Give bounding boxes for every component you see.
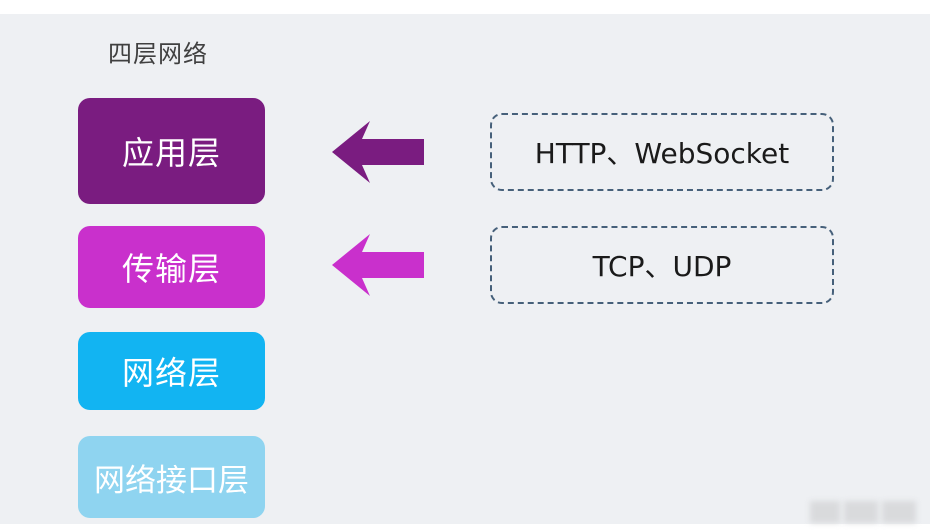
layer-transport-label: 传输层 [121, 250, 221, 288]
layer-application-label: 应用层 [121, 134, 221, 172]
arrow-shape-application [332, 121, 424, 183]
diagram-canvas: 四层网络 应用层 传输层 网络层 网络接口层 HTTP、WebSocket TC… [0, 14, 930, 524]
protocol-application-label: HTTP、WebSocket [534, 137, 790, 170]
layer-network-interface: 网络接口层 [78, 436, 265, 518]
watermark-part [844, 501, 878, 523]
protocol-box-application: HTTP、WebSocket [490, 113, 834, 191]
layer-network-interface-label: 网络接口层 [94, 462, 249, 499]
protocol-box-transport: TCP、UDP [490, 226, 834, 304]
protocol-transport-label: TCP、UDP [592, 250, 732, 283]
layer-network: 网络层 [78, 332, 265, 410]
left-arrow-icon-application [332, 121, 424, 183]
layer-application: 应用层 [78, 98, 265, 204]
diagram-title: 四层网络 [108, 40, 208, 68]
arrow-shape-transport [332, 234, 424, 296]
layer-network-label: 网络层 [121, 354, 221, 392]
layer-transport: 传输层 [78, 226, 265, 308]
watermark [810, 492, 920, 532]
left-arrow-icon-transport [332, 234, 424, 296]
watermark-part [810, 501, 840, 523]
watermark-part [882, 501, 916, 523]
